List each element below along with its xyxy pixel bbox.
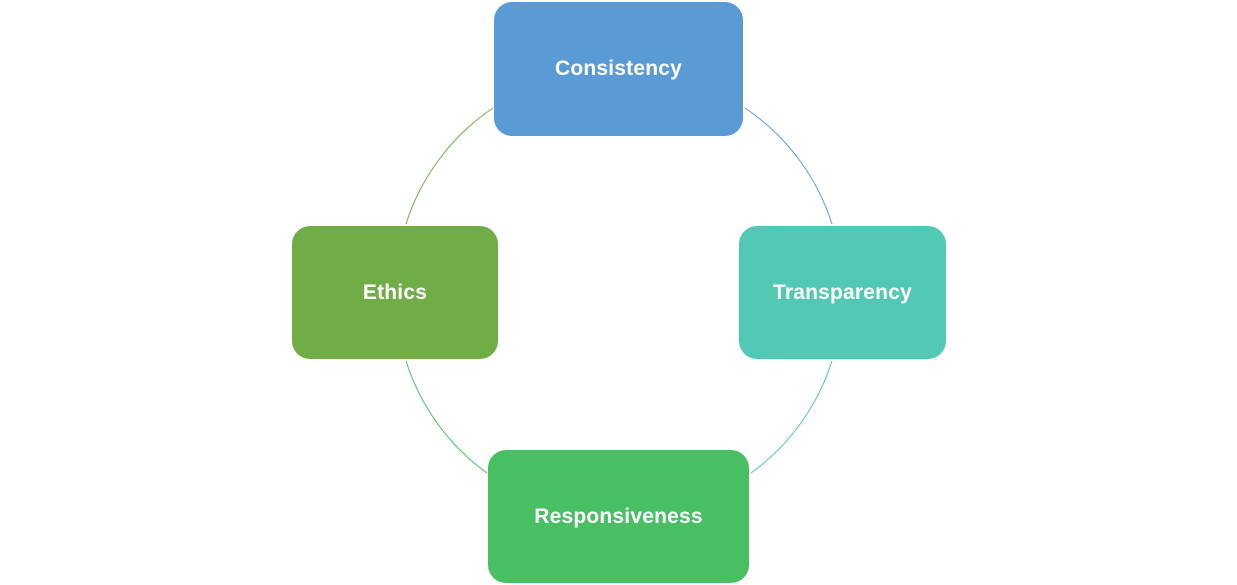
- node-label-transparency: Transparency: [773, 280, 912, 304]
- node-label-consistency: Consistency: [554, 57, 683, 80]
- node-responsiveness: Responsiveness: [488, 450, 749, 583]
- connector-consistency-to-transparency: [744, 107, 833, 225]
- connector-transparency-to-responsiveness: [750, 360, 833, 474]
- node-label-ethics: Ethics: [362, 280, 428, 304]
- node-label-responsiveness: Responsiveness: [534, 504, 703, 528]
- node-transparency: Transparency: [739, 226, 946, 359]
- node-consistency: Consistency: [494, 2, 743, 136]
- connector-responsiveness-to-ethics: [405, 360, 488, 474]
- node-ethics: Ethics: [292, 226, 498, 359]
- connector-ethics-to-consistency: [405, 107, 494, 225]
